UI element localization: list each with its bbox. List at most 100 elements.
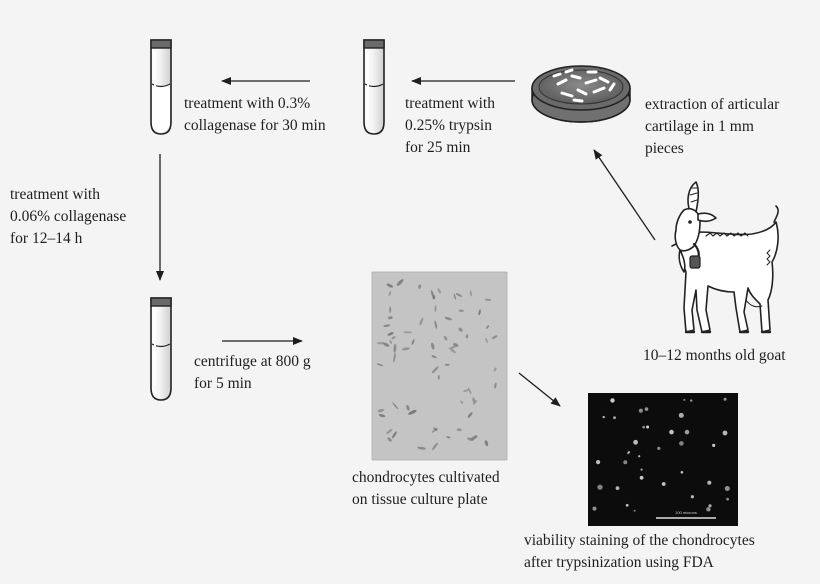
fluorescent-cell-mark [724,486,730,491]
fluorescent-cell-mark [661,482,666,486]
fluorescent-cell-mark [723,397,727,401]
cell-mark [392,431,397,439]
cell-mark [376,363,384,367]
arrow-culture-to-staining [518,372,561,407]
cell-mark [437,288,441,294]
test-tube-icon [363,39,385,135]
cell-mark [377,409,385,413]
cell-mark [396,279,404,286]
cell-mark [431,355,437,359]
cell-mark [383,324,391,328]
cell-mark [388,291,392,297]
cell-mark [403,331,412,334]
cell-mark [455,293,463,297]
cell-mark [446,436,451,439]
cell-mark [443,335,448,341]
fluorescent-cell-mark [639,475,644,480]
fluorescent-cell-mark [690,399,693,402]
cell-mark [472,399,477,405]
cell-mark [485,338,489,344]
cell-mark [411,339,415,345]
cell-mark [433,427,438,431]
fluorescent-cell-mark [722,430,728,436]
arrow-goat-to-extraction [593,149,656,241]
cell-mark [386,428,393,434]
cell-mark [494,382,497,389]
label-collagenase-overnight: treatment with 0.06% collagenase for 12–… [10,186,127,247]
fluorescent-cell-mark [679,441,684,446]
cell-mark [472,397,476,403]
cell-mark [467,437,474,441]
cell-mark [432,442,438,451]
cell-mark [493,367,497,372]
fluorescent-cell-mark [726,497,729,501]
cell-mark [387,332,394,336]
fluorescent-cell-mark [610,398,615,403]
cell-mark [434,320,438,329]
fluorescent-cell-mark [623,460,628,465]
cell-mark [486,325,490,329]
scale-bar-label: 100 microns [675,510,697,515]
fluorescent-cell-mark [638,455,641,458]
fluorescent-cell-mark [690,495,695,499]
test-tube-icon [150,297,172,401]
fluorescent-cell-mark [678,412,684,418]
cell-mark [471,435,478,440]
cell-mark [393,343,397,353]
label-goat-age: 10–12 months old goat [643,347,786,364]
cell-mark [453,293,457,300]
brightfield-micrograph [371,271,508,461]
label-trypsin: treatment with 0.25% trypsin for 25 min [405,95,495,156]
fluorescent-cell-mark [638,408,644,413]
cell-mark [387,316,393,320]
cell-mark [431,366,439,374]
label-collagenase-30min: treatment with 0.3% collagenase for 30 m… [184,95,326,134]
fluorescent-cell-mark [708,504,712,508]
fluorescent-cell-mark [680,471,684,474]
fluorescent-cell-mark [615,486,620,490]
fluorescent-cell-mark [712,443,716,447]
cell-mark [387,437,392,442]
test-tube-icon [150,39,172,135]
fluorescent-cell-mark [644,407,649,411]
fda-fluorescence-micrograph: 100 microns [588,393,738,526]
fluorescent-cell-mark [640,468,643,471]
petri-dish-icon [531,65,631,123]
fluorescent-cell-mark [627,452,630,455]
cell-mark [389,339,393,344]
cell-mark [430,290,435,300]
cell-mark [406,405,410,411]
cell-mark [431,342,435,350]
label-viability-staining: viability staining of the chondrocytes a… [524,532,755,571]
fluorescent-cell-mark [657,446,661,450]
cell-mark [418,284,422,289]
fluorescent-cell-mark [642,425,646,429]
flow-arrows [156,77,656,407]
fluorescent-cell-mark [646,425,650,429]
fluorescent-cell-mark [596,460,601,465]
fluorescent-cell-mark [613,416,616,420]
fluorescent-cell-mark [683,398,686,401]
cell-mark [378,414,386,418]
fluorescent-cell-mark [669,429,674,435]
cell-mark [408,409,417,415]
label-extraction: extraction of articular cartilage in 1 m… [645,96,780,157]
fluorescent-cell-mark [602,415,605,419]
cell-mark [453,343,459,347]
cell-mark [469,290,473,297]
cell-mark [467,387,472,395]
cell-mark [391,336,396,340]
label-centrifuge: centrifuge at 800 g for 5 min [194,353,311,392]
cell-mark [401,347,410,351]
cell-mark [458,327,463,332]
cell-mark [377,341,385,345]
cell-mark [437,375,440,380]
cell-mark [467,412,473,418]
cell-mark [393,352,396,363]
cell-mark [450,346,456,349]
cell-mark [449,347,456,354]
cell-mark [419,317,424,326]
cell-mark [463,389,469,393]
cell-mark [386,283,394,288]
cell-mark [434,305,437,312]
